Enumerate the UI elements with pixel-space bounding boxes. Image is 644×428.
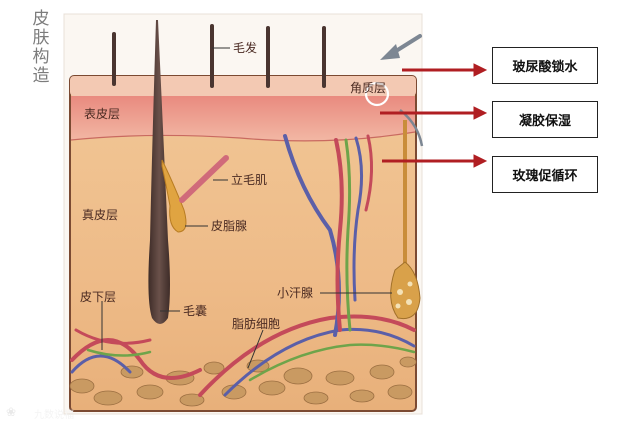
label-sebaceous-gland: 皮脂腺 [211, 218, 247, 233]
callout-arrow-3-head [474, 155, 486, 167]
label-sweat-gland: 小汗腺 [277, 286, 313, 300]
label-subcutaneous: 皮下层 [80, 290, 116, 304]
label-stratum-corneum: 角质层 [350, 81, 386, 95]
label-hair: 毛发 [233, 40, 257, 55]
callout-box-gel: 凝胶保湿 [492, 101, 598, 138]
callout-box-rose: 玫瑰促循环 [492, 156, 598, 193]
watermark-icon: ❀ [6, 405, 16, 419]
callout-arrow-2-head [474, 107, 486, 119]
label-epidermis: 表皮层 [84, 107, 120, 121]
label-arrector-pili: 立毛肌 [231, 172, 267, 187]
callout-label-2: 凝胶保湿 [519, 110, 571, 129]
label-hair-follicle: 毛囊 [183, 303, 207, 318]
callout-label-1: 玻尿酸锁水 [512, 56, 577, 75]
label-fat-cells: 脂肪细胞 [232, 316, 280, 331]
callout-box-hyaluronic: 玻尿酸锁水 [492, 47, 598, 84]
watermark-text: 九数说福 [34, 406, 74, 421]
epidermis-layer [71, 96, 415, 141]
callout-arrow-1-head [474, 64, 486, 76]
label-dermis: 真皮层 [82, 208, 118, 222]
callout-label-3: 玫瑰促循环 [512, 165, 577, 184]
